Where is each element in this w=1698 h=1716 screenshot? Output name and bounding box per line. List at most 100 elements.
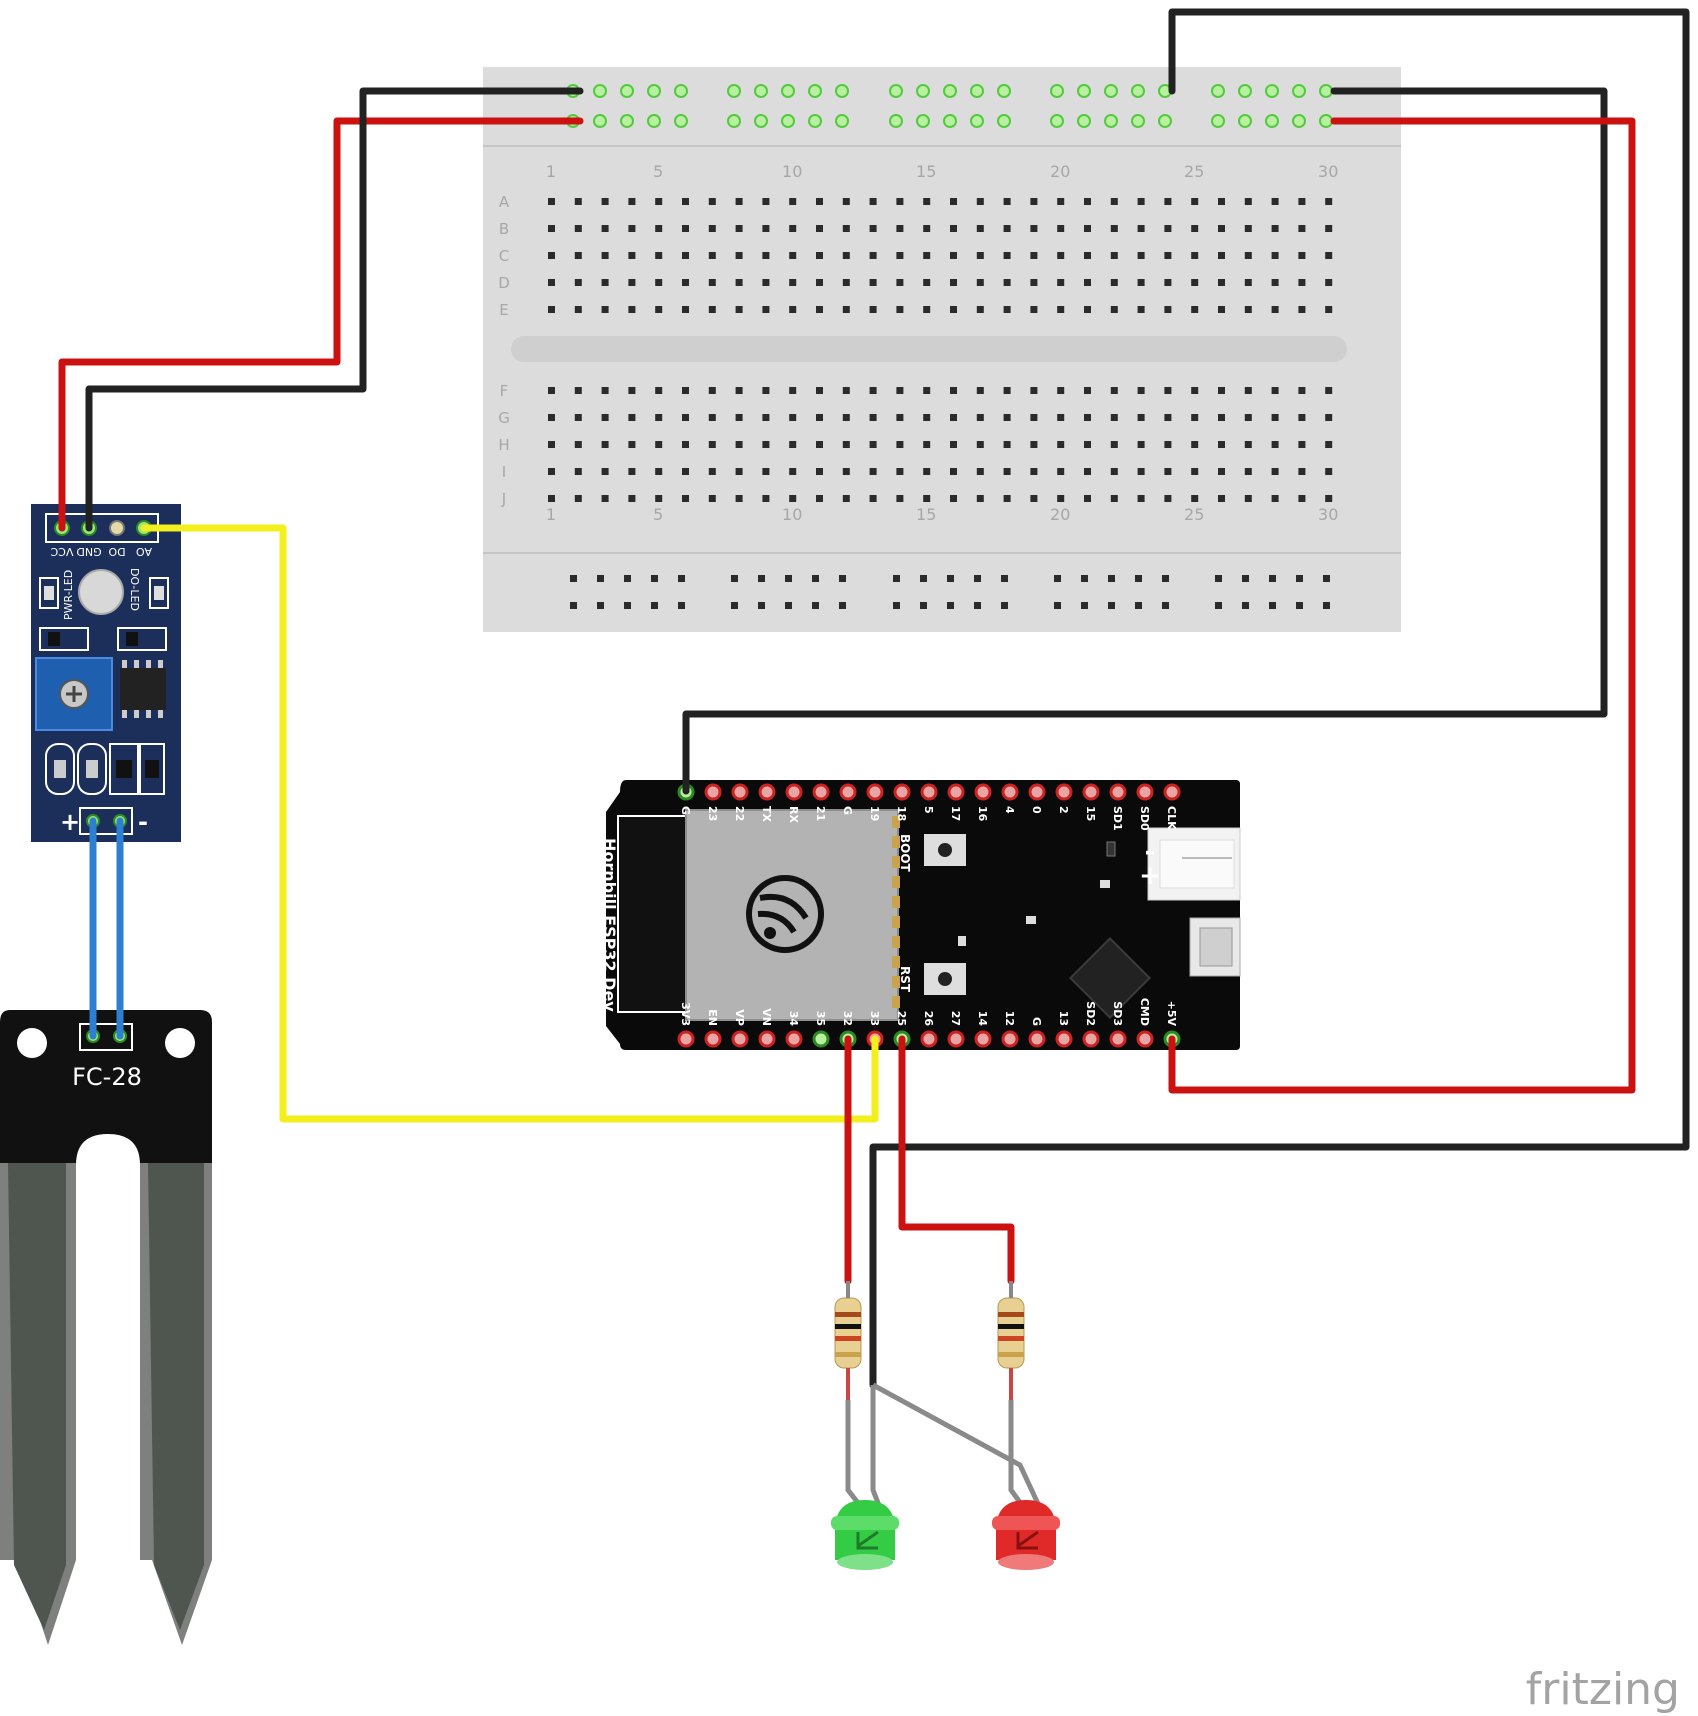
esp32-bottom-pin[interactable] — [1082, 1030, 1100, 1048]
esp32-top-pin[interactable] — [947, 783, 965, 801]
breadboard-hole[interactable] — [869, 387, 877, 394]
breadboard-hole[interactable] — [1244, 306, 1252, 313]
breadboard-hole[interactable] — [1110, 252, 1118, 259]
breadboard-hole[interactable] — [1244, 279, 1252, 286]
breadboard-hole[interactable] — [708, 441, 716, 448]
breadboard-hole[interactable] — [1110, 279, 1118, 286]
breadboard-hole[interactable] — [655, 468, 663, 475]
breadboard-hole[interactable] — [1003, 279, 1011, 286]
breadboard-hole[interactable] — [1164, 414, 1172, 421]
rail-hole[interactable] — [1323, 575, 1330, 582]
breadboard-hole[interactable] — [789, 387, 797, 394]
esp32-top-pin[interactable] — [839, 783, 857, 801]
breadboard-hole[interactable] — [923, 198, 931, 205]
breadboard-hole[interactable] — [601, 414, 609, 421]
breadboard-hole[interactable] — [1057, 387, 1065, 394]
breadboard-hole[interactable] — [923, 279, 931, 286]
rail-hole[interactable] — [651, 575, 658, 582]
breadboard-hole[interactable] — [816, 495, 823, 502]
esp32-top-pin[interactable] — [1136, 783, 1154, 801]
esp32-top-pin[interactable] — [1082, 783, 1100, 801]
breadboard-hole[interactable] — [1030, 252, 1038, 259]
breadboard-hole[interactable] — [816, 468, 823, 475]
breadboard-hole[interactable] — [735, 252, 743, 259]
rail-hole[interactable] — [731, 602, 738, 609]
breadboard-hole[interactable] — [896, 414, 904, 421]
breadboard-hole[interactable] — [548, 468, 555, 475]
breadboard-hole[interactable] — [708, 495, 716, 502]
breadboard-hole[interactable] — [1191, 225, 1199, 232]
rail-hole[interactable] — [647, 84, 661, 98]
esp32-bottom-pin[interactable] — [947, 1030, 965, 1048]
breadboard-hole[interactable] — [976, 387, 984, 394]
breadboard-hole[interactable] — [869, 495, 877, 502]
breadboard-hole[interactable] — [1218, 468, 1225, 475]
rail-hole[interactable] — [1077, 84, 1091, 98]
rail-hole[interactable] — [674, 114, 688, 128]
breadboard-hole[interactable] — [1271, 468, 1279, 475]
rail-hole[interactable] — [1104, 114, 1118, 128]
breadboard-hole[interactable] — [762, 198, 770, 205]
esp32-top-pin[interactable] — [704, 783, 722, 801]
breadboard-hole[interactable] — [1003, 414, 1011, 421]
breadboard-hole[interactable] — [923, 252, 931, 259]
breadboard-hole[interactable] — [923, 225, 931, 232]
rail-hole[interactable] — [620, 84, 634, 98]
rail-hole[interactable] — [570, 575, 577, 582]
wire-esp-gnd[interactable] — [682, 87, 1608, 795]
breadboard-hole[interactable] — [1298, 495, 1306, 502]
breadboard-hole[interactable] — [1084, 198, 1091, 205]
breadboard-hole[interactable] — [923, 441, 931, 448]
breadboard-hole[interactable] — [1084, 441, 1091, 448]
breadboard-hole[interactable] — [1057, 198, 1065, 205]
breadboard-hole[interactable] — [1271, 441, 1279, 448]
breadboard-hole[interactable] — [1244, 252, 1252, 259]
breadboard-hole[interactable] — [869, 414, 877, 421]
breadboard-hole[interactable] — [1298, 252, 1306, 259]
esp32-top-pin[interactable] — [1163, 783, 1181, 801]
rail-hole[interactable] — [920, 602, 927, 609]
breadboard-hole[interactable] — [1191, 279, 1199, 286]
rail-hole[interactable] — [624, 602, 631, 609]
breadboard-hole[interactable] — [842, 198, 850, 205]
breadboard-hole[interactable] — [950, 252, 957, 259]
breadboard-hole[interactable] — [1164, 387, 1172, 394]
breadboard-hole[interactable] — [735, 468, 743, 475]
breadboard-hole[interactable] — [1191, 441, 1199, 448]
breadboard-hole[interactable] — [1164, 468, 1172, 475]
breadboard-hole[interactable] — [1110, 225, 1118, 232]
rail-hole[interactable] — [781, 84, 795, 98]
breadboard-hole[interactable] — [1298, 306, 1306, 313]
breadboard-hole[interactable] — [1137, 198, 1145, 205]
breadboard-hole[interactable] — [1003, 387, 1011, 394]
breadboard-hole[interactable] — [950, 441, 957, 448]
breadboard-hole[interactable] — [1164, 198, 1172, 205]
rail-hole[interactable] — [1215, 575, 1222, 582]
green-led[interactable] — [831, 1500, 899, 1570]
rail-hole[interactable] — [597, 602, 604, 609]
breadboard-hole[interactable] — [1325, 387, 1333, 394]
breadboard-hole[interactable] — [950, 198, 957, 205]
breadboard-hole[interactable] — [1244, 414, 1252, 421]
breadboard-hole[interactable] — [869, 279, 877, 286]
rail-hole[interactable] — [812, 602, 819, 609]
breadboard-hole[interactable] — [1164, 279, 1172, 286]
breadboard-hole[interactable] — [1084, 495, 1091, 502]
breadboard-hole[interactable] — [842, 252, 850, 259]
breadboard-hole[interactable] — [1110, 495, 1118, 502]
breadboard-hole[interactable] — [682, 468, 689, 475]
breadboard-hole[interactable] — [762, 387, 770, 394]
breadboard-hole[interactable] — [1298, 468, 1306, 475]
rail-hole[interactable] — [1081, 575, 1088, 582]
breadboard-hole[interactable] — [1298, 279, 1306, 286]
esp32-top-pin[interactable] — [1028, 783, 1046, 801]
rail-hole[interactable] — [1054, 602, 1061, 609]
breadboard-hole[interactable] — [1298, 198, 1306, 205]
breadboard-hole[interactable] — [842, 414, 850, 421]
breadboard-hole[interactable] — [1110, 387, 1118, 394]
breadboard-hole[interactable] — [628, 198, 636, 205]
esp32-bottom-pin[interactable] — [677, 1030, 695, 1048]
breadboard-hole[interactable] — [1164, 495, 1172, 502]
breadboard-hole[interactable] — [655, 414, 663, 421]
breadboard-hole[interactable] — [1271, 414, 1279, 421]
